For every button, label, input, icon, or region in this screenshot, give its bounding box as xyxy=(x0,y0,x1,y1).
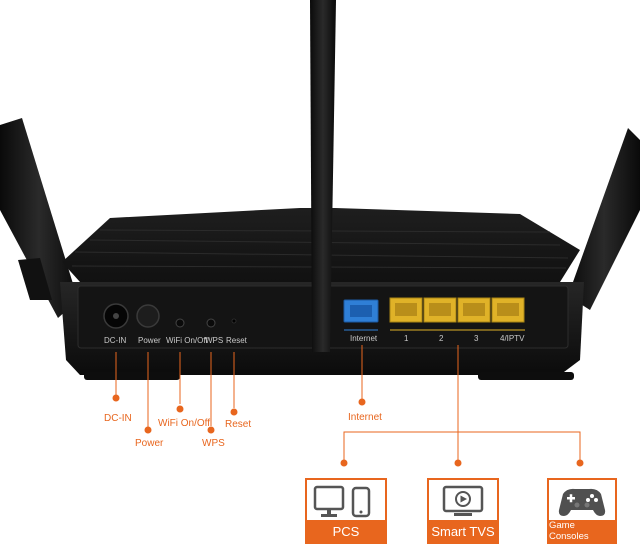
pcs-card: PCS xyxy=(305,478,387,544)
reset-hole xyxy=(231,318,237,324)
pcs-label: PCS xyxy=(307,520,385,542)
lan-port-4 xyxy=(491,297,525,323)
power-button xyxy=(136,304,160,328)
right-foot xyxy=(478,372,574,380)
internet-port xyxy=(343,299,379,323)
callout-wps: WPS xyxy=(202,438,225,449)
left-antenna xyxy=(0,118,78,318)
consoles-label: Game Consoles xyxy=(549,520,615,542)
label-dc-in: DC-IN xyxy=(104,336,127,345)
gamepad-icon xyxy=(558,488,606,516)
tv-play-icon xyxy=(442,485,484,516)
consoles-card: Game Consoles xyxy=(547,478,617,544)
tvs-label: Smart TVS xyxy=(429,520,497,542)
computer-icon xyxy=(313,485,345,517)
label-reset: Reset xyxy=(226,336,247,345)
label-wps: WPS xyxy=(205,336,224,345)
callout-dots xyxy=(112,394,584,467)
tvs-card: Smart TVS xyxy=(427,478,499,544)
wifi-button xyxy=(175,318,185,328)
left-foot xyxy=(84,372,180,380)
lan-port-2 xyxy=(423,297,457,323)
label-lan-4: 4/IPTV xyxy=(500,334,525,343)
lan-port-3 xyxy=(457,297,491,323)
center-antenna xyxy=(310,0,336,352)
callout-dc-in: DC-IN xyxy=(104,413,132,424)
phone-icon xyxy=(351,486,371,518)
label-internet: Internet xyxy=(350,334,378,343)
label-wifi: WiFi On/Off xyxy=(166,336,208,345)
wps-button xyxy=(206,318,216,328)
lan-port-1 xyxy=(389,297,423,323)
callout-wifi: WiFi On/Off xyxy=(158,418,211,429)
label-lan-3: 3 xyxy=(474,334,479,343)
right-antenna xyxy=(568,128,640,310)
label-lan-1: 1 xyxy=(404,334,409,343)
callout-power: Power xyxy=(135,438,164,449)
callout-reset: Reset xyxy=(225,419,252,430)
label-power: Power xyxy=(138,336,161,345)
callout-internet: Internet xyxy=(348,412,382,423)
label-lan-2: 2 xyxy=(439,334,444,343)
